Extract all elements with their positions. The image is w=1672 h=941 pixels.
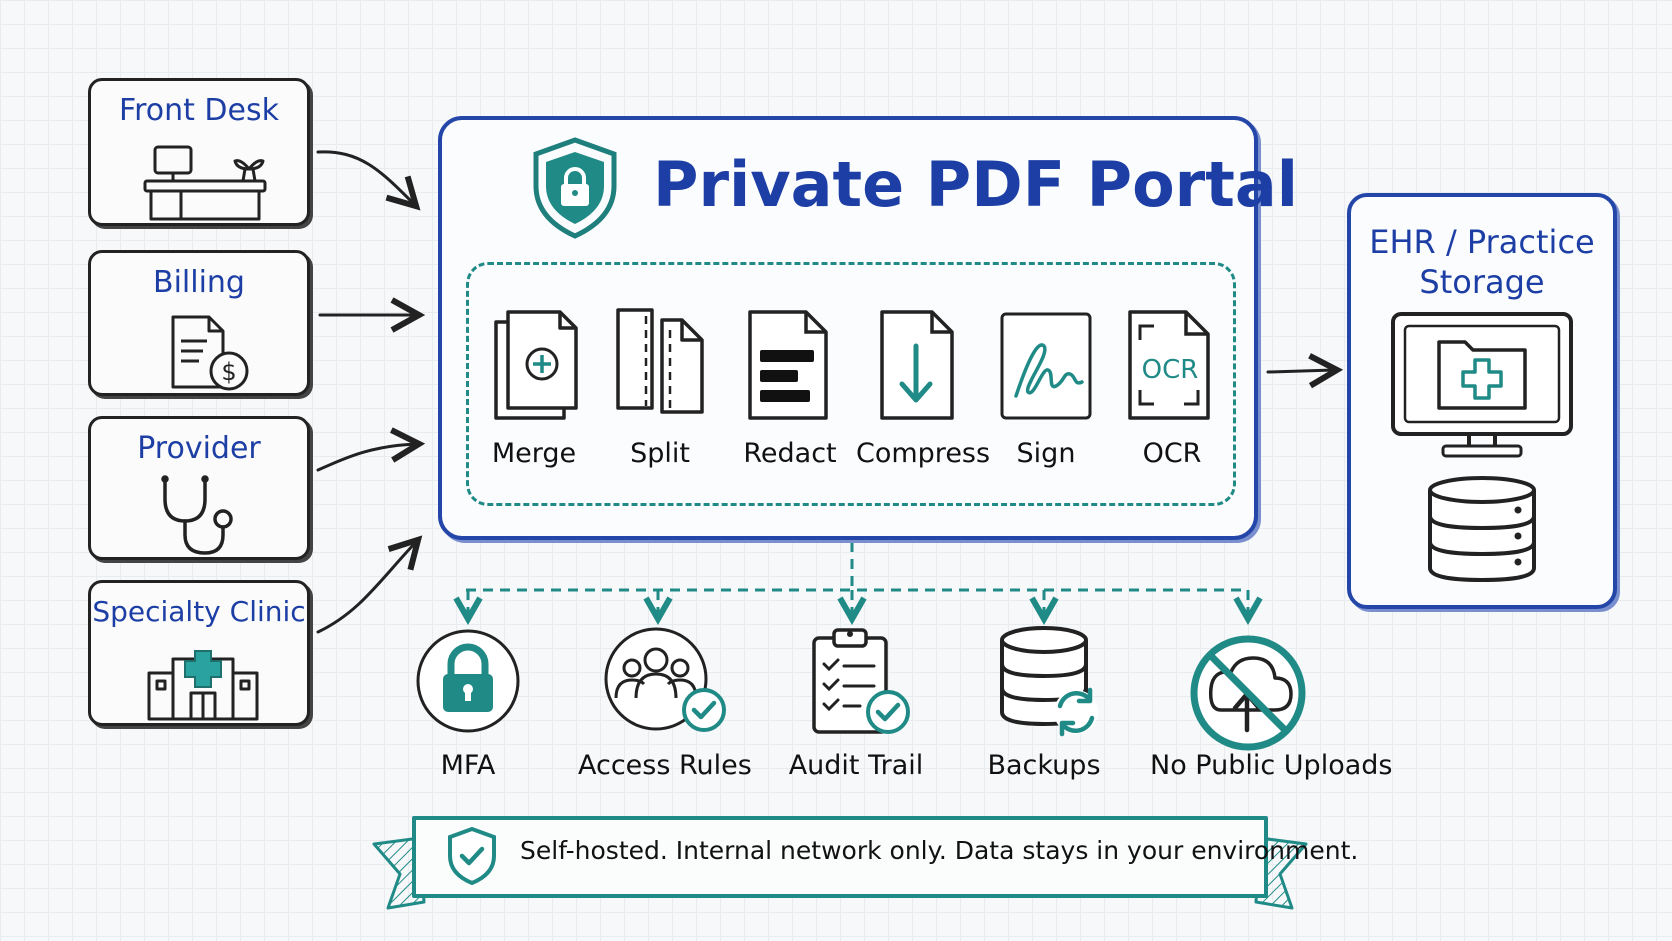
feature-label-access-rules: Access Rules <box>578 750 752 781</box>
invoice-dollar-icon: $ <box>171 315 249 391</box>
tool-label-compress: Compress <box>856 438 991 469</box>
source-card-front-desk: Front Desk <box>88 78 310 226</box>
source-card-billing: Billing $ <box>88 250 310 396</box>
arrow-front-desk <box>316 150 414 204</box>
lock-icon <box>416 629 520 733</box>
redact-icon[interactable] <box>744 306 834 424</box>
users-check-icon <box>604 627 726 732</box>
no-cloud-upload-icon <box>1190 635 1306 751</box>
tool-label-redact: Redact <box>743 438 837 469</box>
svg-text:$: $ <box>221 358 236 386</box>
source-label: Provider <box>137 431 261 466</box>
storage-title: EHR / Practice Storage <box>1347 222 1617 302</box>
shield-lock-icon <box>533 137 617 239</box>
signature-icon[interactable] <box>998 310 1094 422</box>
source-label: Front Desk <box>119 93 279 128</box>
portal-title: Private PDF Portal <box>653 148 1298 221</box>
source-label: Billing <box>153 265 245 300</box>
clipboard-check-icon <box>812 628 910 734</box>
feature-label-backups: Backups <box>987 750 1101 781</box>
ribbon-banner <box>372 816 1308 910</box>
tool-label-ocr: OCR <box>1142 438 1202 469</box>
compress-icon[interactable] <box>876 306 960 424</box>
database-sync-icon <box>1000 626 1098 737</box>
banner-text: Self-hosted. Internal network only. Data… <box>520 836 1359 865</box>
tool-label-merge: Merge <box>491 438 577 469</box>
arrow-to-storage <box>1266 370 1334 372</box>
tool-label-split: Split <box>630 438 690 469</box>
feature-label-mfa: MFA <box>440 750 496 781</box>
merge-icon[interactable] <box>490 306 586 424</box>
monitor-medical-folder-icon <box>1391 312 1573 458</box>
feature-label-no-public-uploads: No Public Uploads <box>1150 750 1393 781</box>
source-label: Specialty Clinic <box>92 595 306 628</box>
pdf-tools-group <box>466 262 1236 506</box>
ocr-icon[interactable]: OCR <box>1124 306 1216 424</box>
storage-title-line1: EHR / Practice <box>1369 223 1595 261</box>
ocr-icon-text: OCR <box>1142 355 1199 385</box>
desk-icon <box>143 145 267 221</box>
feature-label-audit-trail: Audit Trail <box>788 750 924 781</box>
arrow-specialty-clinic <box>316 542 416 634</box>
source-card-specialty-clinic: Specialty Clinic <box>88 580 310 726</box>
storage-title-line2: Storage <box>1419 263 1545 301</box>
stethoscope-icon <box>161 475 233 555</box>
arrow-provider <box>316 444 416 472</box>
database-icon <box>1428 476 1536 583</box>
split-icon[interactable] <box>612 306 708 424</box>
shield-check-icon <box>448 826 496 886</box>
source-card-provider: Provider <box>88 416 310 560</box>
tool-label-sign: Sign <box>1016 438 1076 469</box>
clinic-building-icon <box>147 650 259 721</box>
